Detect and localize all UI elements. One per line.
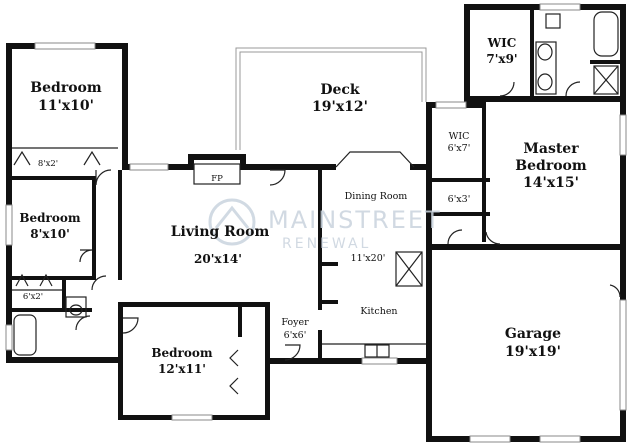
dining-name: Dining Room: [345, 191, 408, 202]
door-swings: [12, 11, 621, 395]
kitchen-size: 11'x20': [351, 253, 386, 264]
closet-mid-size: 6'x2': [23, 292, 43, 302]
deck-size: 19'x12': [312, 99, 368, 115]
deck-outline: [235, 47, 427, 150]
master-line2: Bedroom: [515, 158, 587, 174]
foyer-size: 6'x6': [284, 330, 307, 341]
closet-right-size: 6'x3': [448, 194, 471, 205]
master-line1: Master: [523, 141, 579, 157]
fireplace-label: FP: [211, 174, 223, 184]
bedroom-bottom-name: Bedroom: [151, 346, 212, 360]
wic-small-name: WIC: [449, 131, 470, 142]
bedroom-mid-size: 8'x10': [30, 227, 70, 241]
wic-top-name: WIC: [487, 36, 517, 50]
kitchen-name: Kitchen: [360, 306, 397, 317]
living-name: Living Room: [171, 224, 270, 240]
watermark: MAINSTREET RENEWAL: [208, 198, 442, 252]
bedroom-top-size: 11'x10': [38, 98, 94, 114]
garage-name: Garage: [505, 326, 561, 342]
bedroom-top-name: Bedroom: [30, 80, 102, 96]
foyer-name: Foyer: [281, 317, 309, 328]
room-labels: Bedroom 11'x10' 8'x2' Bedroom 8'x10' 6'x…: [19, 36, 586, 376]
windows: [5, 3, 627, 443]
garage-size: 19'x19': [505, 344, 561, 360]
deck-name: Deck: [320, 82, 360, 98]
watermark-sub: RENEWAL: [282, 236, 371, 252]
wic-top-size: 7'x9': [486, 52, 517, 66]
living-size: 20'x14': [194, 252, 242, 266]
bedroom-mid-name: Bedroom: [19, 211, 80, 225]
master-size: 14'x15': [523, 175, 579, 191]
closet-top-size: 8'x2': [38, 159, 58, 169]
bedroom-bottom-size: 12'x11': [158, 362, 206, 376]
wic-small-size: 6'x7': [448, 143, 471, 154]
watermark-brand: MAINSTREET: [268, 206, 442, 234]
